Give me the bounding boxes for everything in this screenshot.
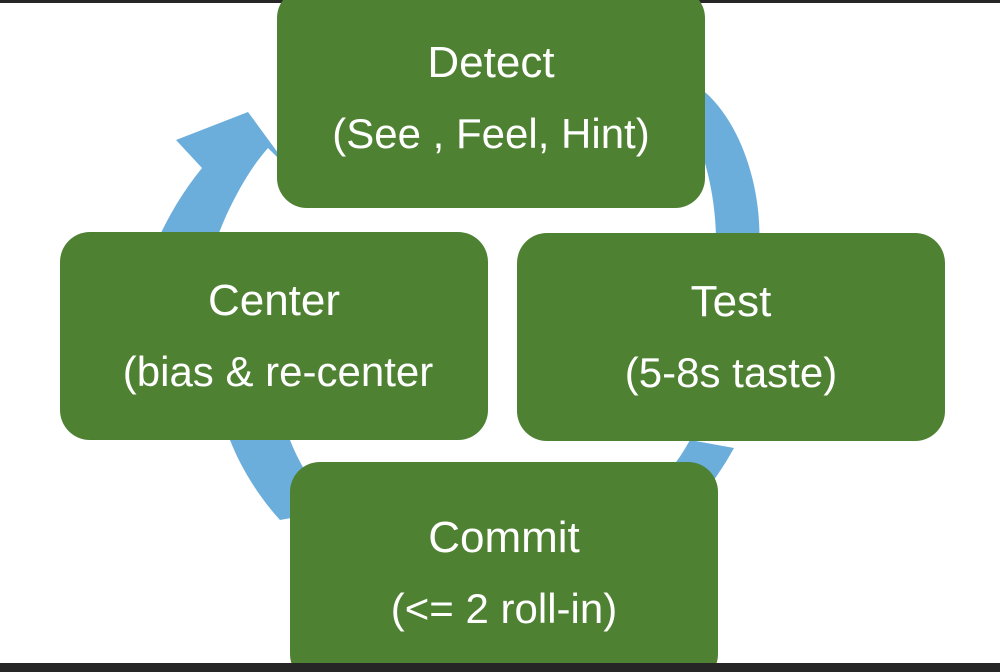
node-detect-subtitle: (See , Feel, Hint) — [332, 110, 650, 158]
bottom-letterbox-bar — [0, 663, 1000, 672]
node-test[interactable]: Test (5-8s taste) — [517, 233, 945, 441]
node-commit-subtitle: (<= 2 roll-in) — [390, 585, 618, 633]
node-detect[interactable]: Detect (See , Feel, Hint) — [277, 0, 705, 208]
node-test-subtitle: (5-8s taste) — [624, 349, 838, 397]
node-center-subtitle: (bias & re-center — [122, 348, 434, 396]
node-test-title: Test — [690, 276, 772, 326]
node-center-title: Center — [207, 275, 341, 325]
node-commit-title: Commit — [428, 512, 580, 562]
node-detect-title: Detect — [427, 37, 555, 87]
node-center[interactable]: Center (bias & re-center — [60, 232, 488, 440]
node-commit[interactable]: Commit (<= 2 roll-in) — [290, 462, 718, 672]
